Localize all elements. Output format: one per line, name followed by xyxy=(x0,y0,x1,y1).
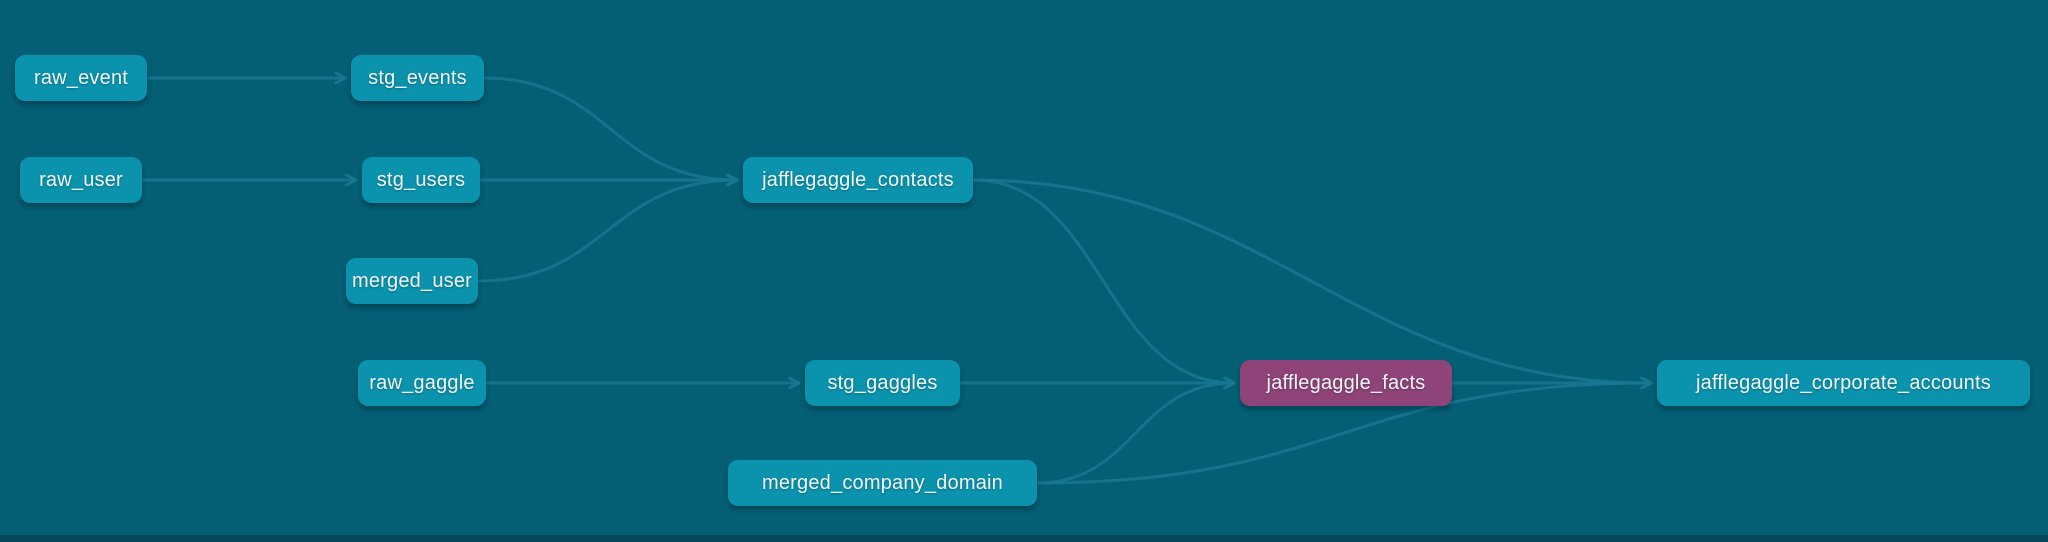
node-stg_gaggles[interactable]: stg_gaggles xyxy=(805,360,960,406)
node-jafflegaggle_facts[interactable]: jafflegaggle_facts xyxy=(1240,360,1452,406)
edge-merged_user-to-jafflegaggle_contacts xyxy=(476,173,739,283)
node-stg_users[interactable]: stg_users xyxy=(362,157,480,203)
edge-stg_events-to-jafflegaggle_contacts xyxy=(482,76,739,187)
edge-merged_company_domain-to-jafflegaggle_facts xyxy=(1035,376,1236,485)
edge-jafflegaggle_contacts-to-jafflegaggle_facts xyxy=(971,178,1236,390)
bottom-edge-bar xyxy=(0,535,2048,542)
node-raw_user[interactable]: raw_user xyxy=(20,157,142,203)
node-raw_event[interactable]: raw_event xyxy=(15,55,147,101)
node-merged_company_domain[interactable]: merged_company_domain xyxy=(728,460,1037,506)
node-merged_user[interactable]: merged_user xyxy=(346,258,478,304)
node-jafflegaggle_contacts[interactable]: jafflegaggle_contacts xyxy=(743,157,973,203)
node-stg_events[interactable]: stg_events xyxy=(351,55,484,101)
node-jafflegaggle_corporate_accounts[interactable]: jafflegaggle_corporate_accounts xyxy=(1657,360,2030,406)
node-raw_gaggle[interactable]: raw_gaggle xyxy=(358,360,486,406)
edge-jafflegaggle_contacts-to-jafflegaggle_corporate_accounts xyxy=(971,178,1653,390)
